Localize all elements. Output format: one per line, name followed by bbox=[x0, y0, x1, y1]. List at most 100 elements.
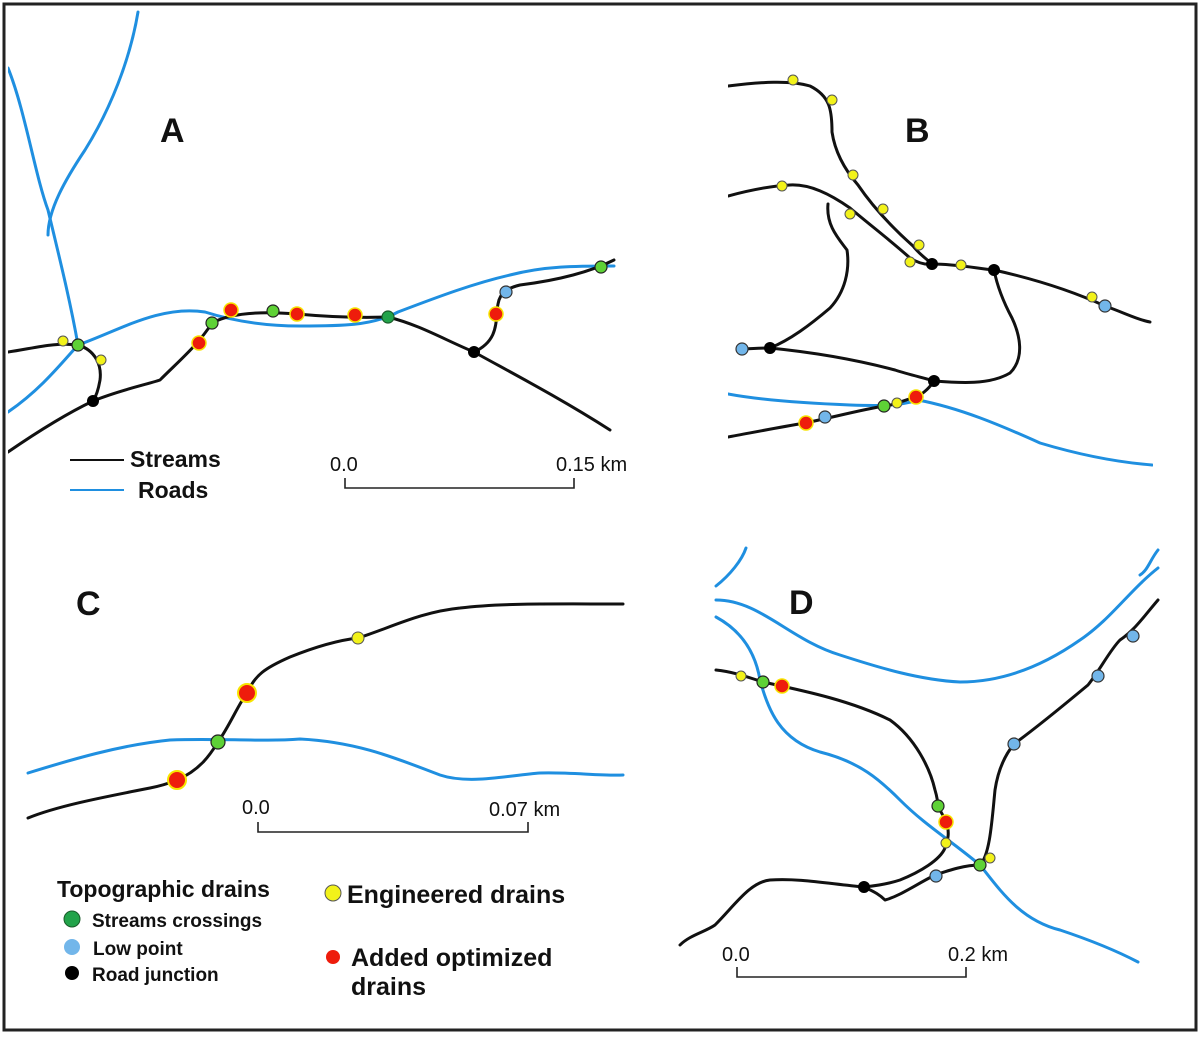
panel-label-c: C bbox=[76, 585, 101, 623]
scale-bar-a: 0.0 0.15 km bbox=[330, 454, 627, 489]
scale-bar-d: 0.0 0.2 km bbox=[722, 944, 1008, 978]
drain-markers-d bbox=[735, 629, 1140, 893]
engineered-drain-marker bbox=[955, 259, 967, 271]
engineered-drain-marker bbox=[913, 239, 925, 251]
drain-markers-a bbox=[57, 260, 608, 407]
stream-crossing-marker bbox=[205, 316, 219, 330]
legend-topographic-title: Topographic drains bbox=[57, 876, 270, 902]
low-point-marker bbox=[818, 410, 832, 424]
stream-line bbox=[8, 311, 476, 454]
road-junction-marker bbox=[87, 395, 99, 407]
engineered-drain-marker bbox=[904, 256, 916, 268]
engineered-drain-marker bbox=[735, 670, 747, 682]
stream-line bbox=[930, 262, 1152, 324]
added-drain-marker bbox=[191, 335, 207, 351]
panel-c bbox=[26, 602, 625, 820]
panel-label-b: B bbox=[905, 112, 930, 150]
scale-a-end: 0.15 km bbox=[556, 454, 627, 476]
stream-line bbox=[978, 598, 1160, 867]
engineered-drain-marker bbox=[984, 852, 996, 864]
stream-line bbox=[728, 379, 936, 439]
panel-label-d: D bbox=[789, 584, 814, 622]
stream-crossing-marker bbox=[71, 338, 85, 352]
added-drain-marker bbox=[289, 306, 305, 322]
road-junction-marker bbox=[858, 881, 870, 893]
engineered-drain-marker bbox=[1086, 291, 1098, 303]
road-junction-marker bbox=[926, 258, 938, 270]
stream-crossing-marker bbox=[931, 799, 945, 813]
legend-low-point-icon bbox=[64, 939, 80, 955]
road-line bbox=[26, 737, 625, 781]
panel-d bbox=[678, 546, 1160, 964]
road-line bbox=[714, 615, 1140, 964]
low-point-marker bbox=[1007, 737, 1021, 751]
added-drain-marker bbox=[938, 814, 954, 830]
stream-crossing-marker bbox=[381, 310, 395, 324]
panel-b bbox=[728, 74, 1153, 467]
legend-streams-crossings-label: Streams crossings bbox=[92, 911, 262, 932]
low-point-marker bbox=[1091, 669, 1105, 683]
legend-streams-label: Streams bbox=[130, 446, 221, 472]
stream-line bbox=[728, 183, 934, 266]
stream-line bbox=[472, 258, 616, 354]
road-junction-marker bbox=[764, 342, 776, 354]
figure-frame bbox=[2, 2, 1198, 1032]
stream-crossing-marker bbox=[594, 260, 608, 274]
stream-line bbox=[8, 342, 102, 403]
legend-low-point-label: Low point bbox=[93, 939, 183, 960]
drain-legend: Topographic drains Streams crossings Low… bbox=[57, 876, 565, 1001]
road-line bbox=[714, 546, 748, 588]
stream-crossing-marker bbox=[210, 734, 226, 750]
road-line bbox=[714, 566, 1160, 684]
engineered-drain-marker bbox=[891, 397, 903, 409]
road-line bbox=[8, 66, 80, 414]
scale-bar-c: 0.0 0.07 km bbox=[242, 797, 560, 833]
road-line bbox=[46, 10, 140, 237]
legend-added-icon bbox=[326, 950, 340, 964]
road-line bbox=[1138, 548, 1160, 577]
engineered-drain-marker bbox=[787, 74, 799, 86]
stream-line bbox=[472, 350, 612, 432]
scale-a-start: 0.0 bbox=[330, 454, 358, 476]
legend-added-label-2: drains bbox=[351, 973, 426, 1001]
legend-added-label-1: Added optimized bbox=[351, 944, 552, 972]
legend-roads-label: Roads bbox=[138, 477, 208, 503]
stream-crossing-marker bbox=[756, 675, 770, 689]
road-junction-marker bbox=[988, 264, 1000, 276]
engineered-drain-marker bbox=[847, 169, 859, 181]
engineered-drain-marker bbox=[351, 631, 365, 645]
scale-c-end: 0.07 km bbox=[489, 799, 560, 821]
stream-crossing-marker bbox=[973, 858, 987, 872]
engineered-drain-marker bbox=[844, 208, 856, 220]
scale-d-end: 0.2 km bbox=[948, 944, 1008, 966]
road-junction-marker bbox=[468, 346, 480, 358]
stream-line bbox=[714, 668, 940, 810]
added-drain-marker bbox=[167, 770, 187, 790]
road-line bbox=[728, 392, 1153, 467]
added-drain-marker bbox=[237, 683, 257, 703]
low-point-marker bbox=[1126, 629, 1140, 643]
added-drain-marker bbox=[488, 306, 504, 322]
stream-line bbox=[728, 80, 934, 266]
low-point-marker bbox=[735, 342, 749, 356]
road-line bbox=[76, 264, 616, 347]
stream-line bbox=[932, 268, 1022, 384]
road-junction-marker bbox=[928, 375, 940, 387]
engineered-drain-marker bbox=[826, 94, 838, 106]
legend-stream-crossing-icon bbox=[63, 910, 81, 928]
drain-markers-b bbox=[735, 74, 1112, 431]
stream-line bbox=[26, 602, 625, 820]
added-drain-marker bbox=[798, 415, 814, 431]
legend-road-junction-icon bbox=[65, 966, 79, 980]
scale-d-start: 0.0 bbox=[722, 944, 750, 966]
stream-crossing-marker bbox=[266, 304, 280, 318]
low-point-marker bbox=[1098, 299, 1112, 313]
engineered-drain-marker bbox=[57, 335, 69, 347]
engineered-drain-marker bbox=[95, 354, 107, 366]
panel-label-a: A bbox=[160, 112, 185, 150]
added-drain-marker bbox=[774, 678, 790, 694]
legend-road-junction-label: Road junction bbox=[92, 965, 219, 986]
low-point-marker bbox=[929, 869, 943, 883]
stream-line bbox=[768, 202, 850, 350]
